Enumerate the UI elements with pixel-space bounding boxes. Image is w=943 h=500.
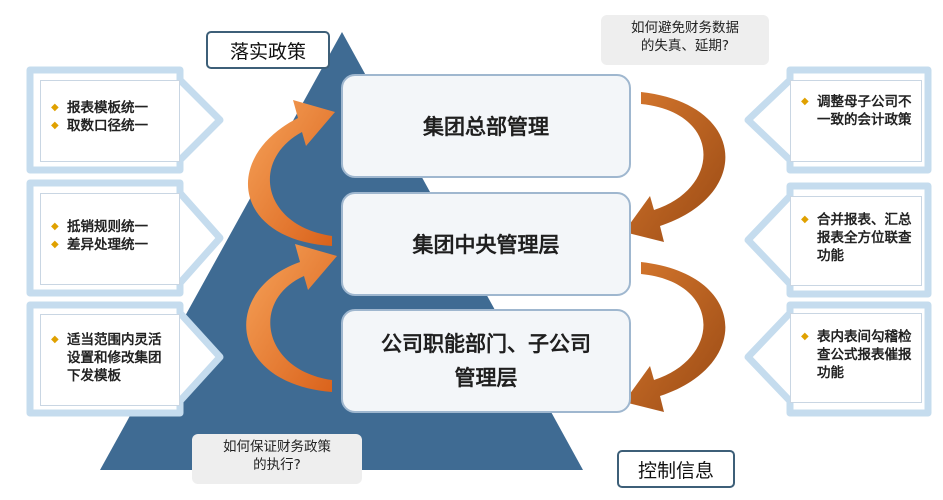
question-data-distortion: 如何避免财务数据 的失真、延期? <box>601 15 769 65</box>
list-item: ◆适当范围内灵活设置和修改集团下发模板 <box>51 332 162 384</box>
diamond-bullet-icon: ◆ <box>51 239 59 250</box>
diamond-bullet-icon: ◆ <box>51 221 59 232</box>
level-subsidiary: 公司职能部门、子公司 管理层 <box>341 309 631 413</box>
diamond-bullet-icon: ◆ <box>801 331 809 342</box>
left-panel-3: ◆适当范围内灵活设置和修改集团下发模板 <box>40 314 180 406</box>
tag-implement-policy: 落实政策 <box>206 31 330 69</box>
down-curve-arrow-lower <box>624 262 726 412</box>
left-panel-1: ◆报表模板统一 ◆取数口径统一 <box>40 80 180 162</box>
list-item: ◆报表模板统一 <box>51 100 148 116</box>
up-curve-arrow-lower <box>246 244 337 392</box>
down-curve-arrow-upper <box>624 92 726 242</box>
level-headquarters-label: 集团总部管理 <box>423 115 549 139</box>
up-curve-arrow-upper <box>247 100 335 246</box>
level-central: 集团中央管理层 <box>341 192 631 296</box>
right-panel-2: ◆合并报表、汇总报表全方位联查功能 <box>790 196 922 286</box>
level-headquarters: 集团总部管理 <box>341 74 631 178</box>
diamond-bullet-icon: ◆ <box>51 120 59 131</box>
list-item: ◆调整母子公司不一致的会计政策 <box>801 94 912 128</box>
list-item: ◆合并报表、汇总报表全方位联查功能 <box>801 212 912 264</box>
diamond-bullet-icon: ◆ <box>801 96 809 107</box>
list-item: ◆差异处理统一 <box>51 237 148 253</box>
right-panel-1: ◆调整母子公司不一致的会计政策 <box>790 80 922 162</box>
list-item: ◆取数口径统一 <box>51 118 148 134</box>
level-central-label: 集团中央管理层 <box>412 233 560 257</box>
level-subsidiary-label-line-1: 公司职能部门、子公司 <box>381 332 591 356</box>
diamond-bullet-icon: ◆ <box>801 214 809 225</box>
diamond-bullet-icon: ◆ <box>51 102 59 113</box>
question-policy-enforcement: 如何保证财务政策 的执行? <box>192 434 362 484</box>
level-subsidiary-label-line-2: 管理层 <box>454 366 518 390</box>
right-panel-3: ◆表内表间勾稽检查公式报表催报功能 <box>790 313 922 403</box>
list-item: ◆表内表间勾稽检查公式报表催报功能 <box>801 329 912 381</box>
tag-control-info: 控制信息 <box>617 450 735 488</box>
diamond-bullet-icon: ◆ <box>51 334 59 345</box>
left-panel-2: ◆抵销规则统一 ◆差异处理统一 <box>40 193 180 285</box>
list-item: ◆抵销规则统一 <box>51 219 148 235</box>
